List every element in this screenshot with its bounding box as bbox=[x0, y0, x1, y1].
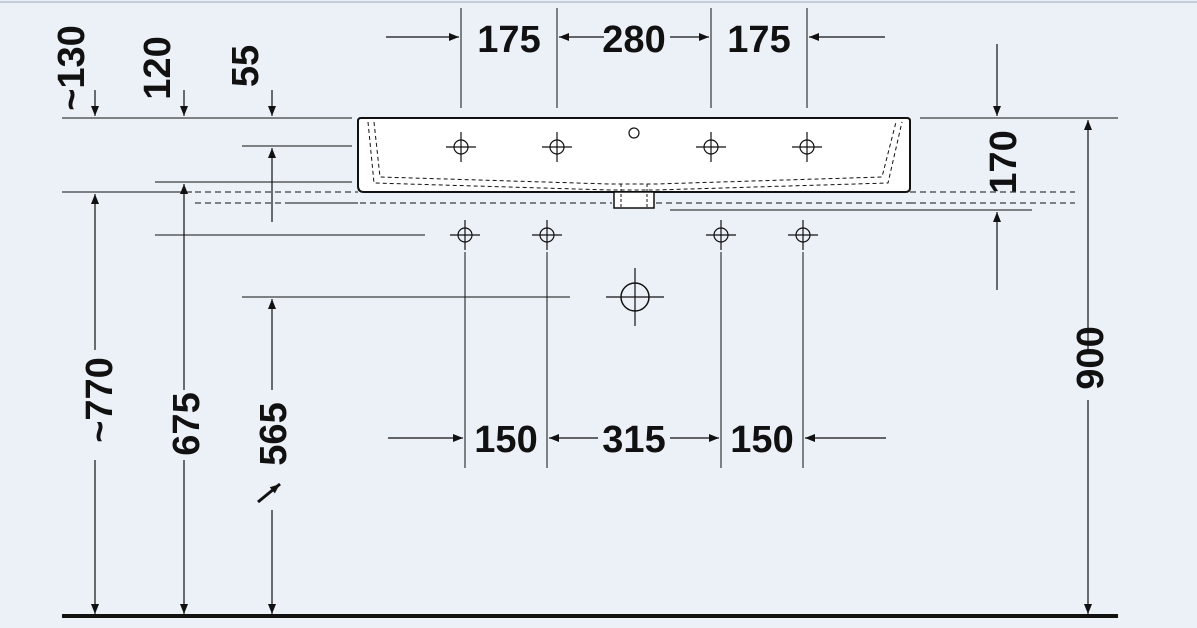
tap-hole-icon bbox=[542, 132, 572, 162]
tap-hole-icon bbox=[446, 132, 476, 162]
overflow-hole-icon bbox=[628, 127, 640, 139]
waste-outlet-icon bbox=[606, 268, 664, 326]
dim-height-120: 120 bbox=[137, 36, 179, 99]
connection-icon bbox=[532, 220, 562, 250]
supply-connection-markers bbox=[450, 220, 818, 326]
connection-icon bbox=[706, 220, 736, 250]
dim-top-right: 175 bbox=[727, 19, 790, 61]
dim-basin-height: 170 bbox=[983, 130, 1025, 193]
dimension-arrows bbox=[91, 33, 1092, 614]
connection-icon bbox=[788, 220, 818, 250]
arrow-icon bbox=[257, 482, 281, 504]
tap-hole-markers bbox=[446, 132, 822, 162]
dim-height-770: ~770 bbox=[79, 357, 121, 443]
dim-bottom-left: 150 bbox=[474, 419, 537, 461]
connection-icon bbox=[450, 220, 480, 250]
dim-bottom-center: 315 bbox=[602, 419, 665, 461]
tap-hole-icon bbox=[696, 132, 726, 162]
dim-top-left: 175 bbox=[477, 19, 540, 61]
dim-height-675: 675 bbox=[166, 392, 208, 455]
dim-height-130: ~130 bbox=[51, 25, 93, 111]
dim-bottom-right: 150 bbox=[730, 419, 793, 461]
dim-height-565: 565 bbox=[253, 402, 295, 465]
tap-hole-icon bbox=[792, 132, 822, 162]
underside-dashed-lines bbox=[195, 191, 1075, 204]
dim-overall-height: 900 bbox=[1070, 326, 1112, 389]
washbasin bbox=[357, 117, 911, 209]
dim-top-center: 280 bbox=[602, 19, 665, 61]
dim-height-55: 55 bbox=[225, 45, 267, 87]
extension-lines bbox=[62, 8, 1118, 618]
drain-outlet bbox=[613, 191, 655, 209]
